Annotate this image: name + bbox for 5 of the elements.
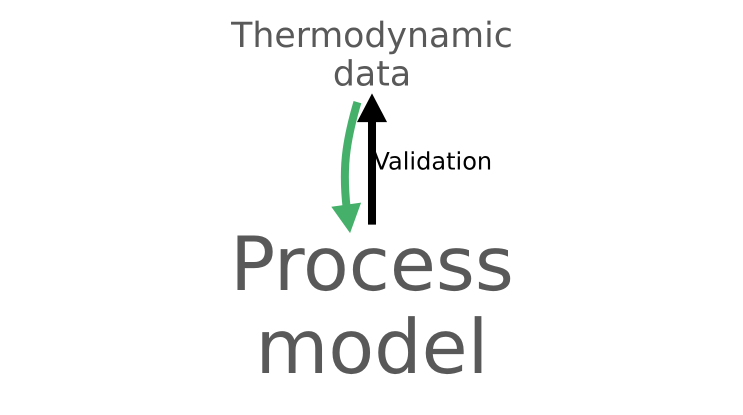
arrow: [356, 93, 387, 225]
node-text: Process model: [230, 221, 514, 391]
arrow: [330, 101, 361, 234]
node-text: Thermodynamic data: [230, 16, 512, 95]
edge-label: Validation: [372, 147, 492, 176]
